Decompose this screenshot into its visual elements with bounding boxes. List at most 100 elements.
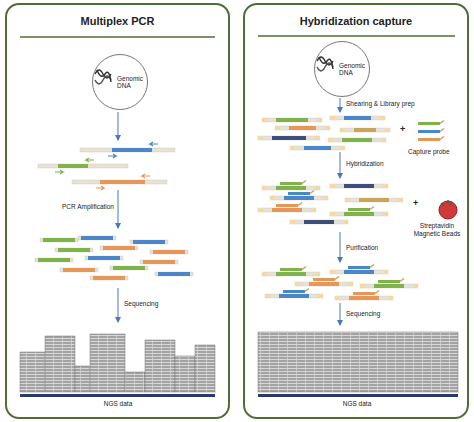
dna-fragment [80,148,175,152]
dna-fragment [78,236,116,240]
target-region [43,238,75,242]
adapter [328,138,333,142]
target-region [88,256,120,260]
step-label: NGS data [93,400,143,408]
dna-fragment [130,240,168,244]
dna-fragment [360,284,418,288]
dna-fragment [258,136,320,140]
adapter [318,294,323,298]
target-region [304,146,331,150]
adapter [270,196,275,200]
capture-probe [418,138,440,141]
target-region [272,136,306,140]
panel-title: Multiplex PCR [7,15,228,27]
dna-fragment [330,212,388,216]
genome-circle: Genomic DNA [92,54,148,110]
target-region [63,268,95,272]
target-region [354,128,376,132]
panel-title: Hybridization capture [245,15,467,27]
adapter [265,294,270,298]
target-region [38,258,70,262]
target-region [81,236,113,240]
adapter [383,212,388,216]
adapter [340,128,345,132]
target-region [342,138,372,142]
method-panel: Hybridization captureGenomic DNA [243,3,469,419]
adapter [311,208,316,212]
adapter [317,118,322,122]
primer [108,154,116,158]
capture-probe [418,122,440,125]
target-region [103,246,135,250]
dna-fragment [290,146,345,150]
target-region [143,260,175,264]
read-pileup [45,336,75,392]
target-region [349,296,379,300]
step-label: PCR Amplification [30,203,114,211]
method-panel: Multiplex PCR Genomic DNA [5,3,230,419]
adapter [381,138,386,142]
dna-fragment [155,272,193,276]
capture-probe [378,280,400,283]
dna-fragment [340,128,390,132]
dna-fragment [290,220,348,224]
read-pileup [145,340,175,392]
dna-fragment [258,208,316,212]
read-pileup [90,334,125,392]
title-rule [258,35,455,37]
dna-fragment [90,276,128,280]
target-region [344,184,374,188]
target-region [344,270,374,274]
adapter [323,196,328,200]
adapter [383,184,388,188]
step-label: Sequencing [346,310,380,318]
adapter [345,198,350,202]
step-label: Capture probe [408,148,450,156]
target-region [100,180,145,184]
target-region [93,276,125,280]
step-label: Shearing & Library prep [346,100,415,108]
adapter [290,146,295,150]
target-region [289,126,316,130]
capture-probe [283,290,305,293]
biotin [305,289,309,292]
capture-probe [276,204,298,207]
target-region [272,208,302,212]
adapter [258,136,263,140]
dna-fragment [330,270,388,274]
adapter [330,212,335,216]
target-region [344,212,374,216]
primer [86,158,94,162]
dna-fragment [335,296,393,300]
adapter [330,270,335,274]
node-label: Genomic DNA [339,62,369,77]
capture-probe [280,182,302,185]
target-region [279,294,309,298]
biotin [370,207,374,210]
target-region [276,118,308,122]
capture-probe [348,266,370,269]
adapter [385,128,390,132]
step-label: NGS data [332,400,382,408]
capture-probe [313,278,335,281]
primer [55,170,63,174]
adapter [335,296,340,300]
biotin [298,203,302,206]
adapter [315,272,320,276]
target-region [359,198,389,202]
target-region [133,240,165,244]
plus-sign: + [413,198,418,209]
target-region [374,284,404,288]
step-label: Sequencing [124,300,158,308]
biotin [400,279,404,282]
biotin [375,291,379,294]
adapter [398,198,403,202]
capture-probe [288,192,310,195]
biotin [370,265,374,268]
primer [96,186,104,190]
biotin [440,121,444,124]
dna-fragment [140,260,178,264]
target-region [158,272,190,276]
adapter [325,126,330,130]
